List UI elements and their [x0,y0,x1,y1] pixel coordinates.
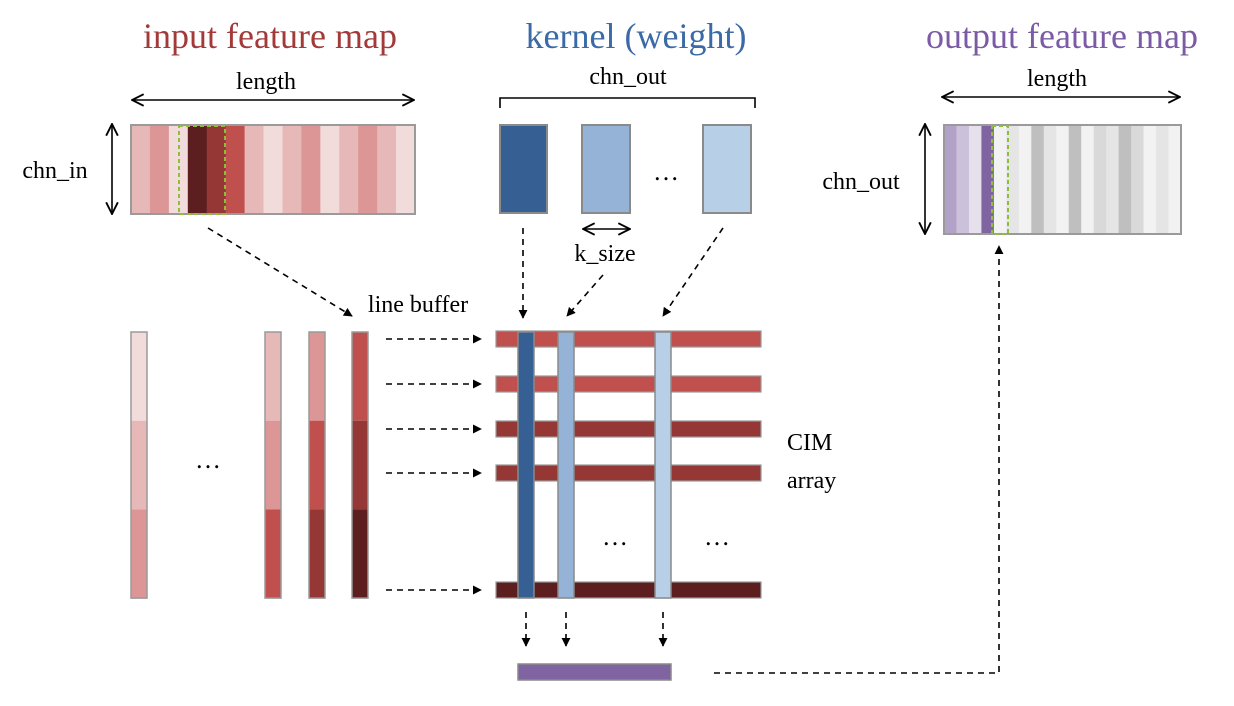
output-strip [968,125,982,234]
input-strip [225,125,246,214]
output-strip [1143,125,1157,234]
output-strip [944,125,957,234]
line-buffer-column [264,331,282,599]
cim-column-1 [517,331,535,599]
output-strip [1031,125,1045,234]
line-buffer [130,331,369,599]
cim-row [495,420,762,438]
chn-out-brace [499,97,756,108]
cim-row [495,581,762,599]
input-strip [187,125,208,214]
chn-in-label: chn_in [22,158,87,184]
line-buffer-cell [131,332,147,421]
line-buffer-cell [309,420,325,510]
cim-row [495,464,762,482]
line-buffer-cell [352,420,368,510]
output-strip [993,125,1007,234]
input-window-highlight [178,125,226,215]
input-strip [377,125,397,214]
kernel-1 [499,124,548,214]
line-buffer-cell [265,509,281,599]
input-strip [358,125,378,214]
output-strip [1106,125,1120,234]
input-to-buffer-arrow [207,227,353,317]
input-strip [244,125,265,214]
cim-column-2 [557,331,575,599]
output-feature-map-title: output feature map [926,16,1198,56]
output-strip [1068,125,1082,234]
output-strip [1043,125,1057,234]
output-strip [1018,125,1032,234]
output-strip [1156,125,1170,234]
line-buffer-cell [309,332,325,421]
output-feedback-arrow [714,245,1004,674]
cim-label-line1: CIM [787,430,832,456]
output-length-label: length [1027,66,1087,92]
output-vector [517,663,672,681]
output-strip [981,125,995,234]
kernelN-to-array-arrow [662,227,724,317]
input-feature-map-border [130,124,416,215]
input-strip [263,125,283,214]
line-buffer-cell [265,332,281,421]
line-buffer-column [351,331,369,599]
line-buffer-ellipsis: … [195,445,221,474]
output-position-highlight [991,125,1009,235]
chn-out-output-label: chn_out [822,169,900,195]
output-strip [1093,125,1107,234]
input-strip [149,125,170,214]
line-buffer-column [130,331,148,599]
output-feature-map [944,125,1182,234]
k-size-label: k_size [574,241,635,267]
input-strip [282,125,302,214]
kernel-ellipsis: … [653,157,679,186]
output-strip [1118,125,1132,234]
line-buffer-cell [131,509,147,599]
cim-ellipsis-2: … [704,522,730,551]
cim-row [495,330,762,348]
line-buffer-cell [265,420,281,510]
kernel2-to-array-arrow [566,274,604,317]
line-buffer-column [308,331,326,599]
kernel-2 [581,124,631,214]
output-strip [1168,125,1182,234]
cim-row [495,375,762,393]
output-strip [1081,125,1095,234]
input-strip [396,125,416,214]
input-feature-map [131,125,416,214]
chn-out-kernel-label: chn_out [589,64,667,90]
line-buffer-cell [131,420,147,510]
cim-label-line2: array [787,468,836,494]
kernel-title: kernel (weight) [526,16,747,56]
line-buffer-cell [352,509,368,599]
kernel-n [702,124,752,214]
output-strip [1006,125,1020,234]
cim-column-n [654,331,672,599]
cim-array-rows [495,330,762,599]
row-feed-arrows [386,334,482,595]
line-buffer-cell [309,509,325,599]
line-buffer-label: line buffer [368,292,468,318]
input-strip [339,125,359,214]
output-strip [1056,125,1070,234]
input-strip [301,125,321,214]
cim-ellipsis-1: … [602,522,628,551]
output-strip [1131,125,1145,234]
output-strip [956,125,970,234]
input-length-label: length [236,69,296,95]
input-feature-map-title: input feature map [143,16,397,56]
input-strip [320,125,340,214]
output-feature-map-border [943,124,1182,235]
input-strip [131,125,151,214]
line-buffer-cell [352,332,368,421]
input-strip [206,125,227,214]
